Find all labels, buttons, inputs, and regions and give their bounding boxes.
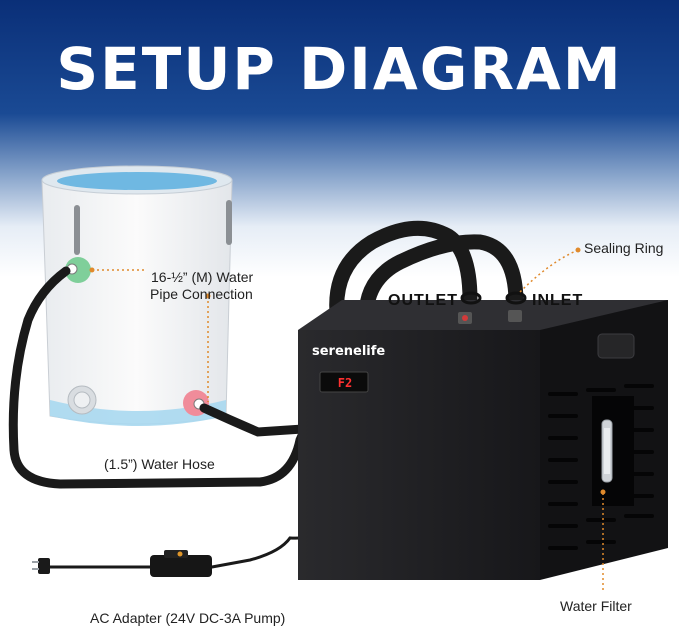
water-filter-icon — [592, 396, 634, 506]
temperature-display — [319, 371, 369, 393]
leader-dots — [89, 247, 606, 495]
ice-bath-tub — [41, 165, 233, 426]
chiller-handle-icon — [597, 333, 635, 359]
label-ac-adapter: AC Adapter (24V DC-3A Pump) — [90, 610, 286, 626]
sealing-ring-inlet-icon — [505, 291, 527, 305]
display-readout: F2 — [338, 376, 352, 390]
label-water-filter: Water Filter — [560, 598, 632, 614]
leader-lines — [92, 249, 604, 590]
label-outlet: OUTLET — [388, 292, 458, 309]
brand-logo: serenelife — [312, 344, 385, 359]
label-pipe-connection-line2: Pipe Connection — [150, 286, 253, 302]
sealing-ring-outlet-icon — [460, 291, 482, 305]
label-pipe-connection-line1: 16-½” (M) Water — [151, 269, 254, 285]
page-title: SETUP DIAGRAM — [56, 35, 623, 103]
ac-adapter-icon — [32, 550, 212, 577]
label-water-hose: (1.5”) Water Hose — [104, 456, 215, 472]
label-inlet: INLET — [532, 292, 584, 309]
label-sealing-ring: Sealing Ring — [584, 240, 664, 256]
